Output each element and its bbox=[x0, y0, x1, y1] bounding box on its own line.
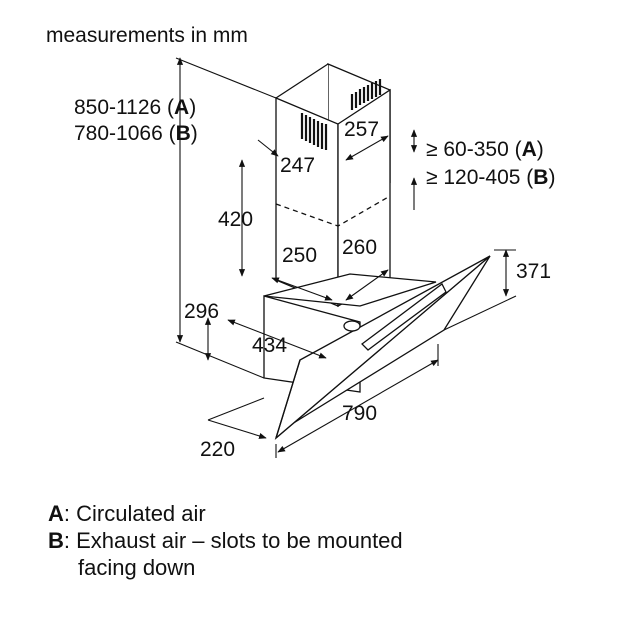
hood-body-height-label: 296 bbox=[184, 300, 219, 323]
legend-item-b: B: Exhaust air – slots to be mounted bbox=[48, 527, 403, 554]
chimney bbox=[275, 63, 391, 308]
dimension-lines bbox=[175, 57, 517, 458]
hood-bottom-depth-label: 220 bbox=[200, 438, 235, 461]
legend-separator: : bbox=[63, 528, 71, 553]
legend-key: A bbox=[48, 501, 64, 526]
legend-separator: : bbox=[63, 501, 71, 526]
dimension-labels: 850-1126 (A) 780-1066 (B) ≥ 60-350 (A) ≥… bbox=[74, 96, 555, 461]
gap-b-label: ≥ 120-405 (B) bbox=[426, 166, 555, 189]
height-a-label: 850-1126 (A) bbox=[74, 96, 196, 119]
hood-glass-height-label: 371 bbox=[516, 260, 551, 283]
diagram-title: measurements in mm bbox=[46, 24, 248, 47]
gap-a-label: ≥ 60-350 (A) bbox=[426, 138, 544, 161]
chimney-upper-depth-label: 247 bbox=[280, 154, 315, 177]
vent-slots-side bbox=[350, 79, 382, 110]
vent-slots-front bbox=[300, 113, 328, 150]
legend-key: B bbox=[48, 528, 64, 553]
legend-text: Exhaust air – slots to be mounted bbox=[70, 528, 403, 553]
hood-depth-label: 434 bbox=[252, 334, 287, 357]
chimney-height-label: 420 bbox=[218, 208, 253, 231]
height-b-label: 780-1066 (B) bbox=[74, 122, 198, 145]
chimney-lower-width-label: 260 bbox=[342, 236, 377, 259]
chimney-lower-depth-label: 250 bbox=[282, 244, 317, 267]
chimney-upper-width-label: 257 bbox=[344, 118, 379, 141]
hood-width-label: 790 bbox=[342, 402, 377, 425]
legend-item-b-continuation: facing down bbox=[78, 555, 196, 580]
legend-item-a: A: Circulated air bbox=[48, 500, 403, 527]
legend-text: Circulated air bbox=[70, 501, 206, 526]
legend: A: Circulated air B: Exhaust air – slots… bbox=[48, 500, 403, 581]
